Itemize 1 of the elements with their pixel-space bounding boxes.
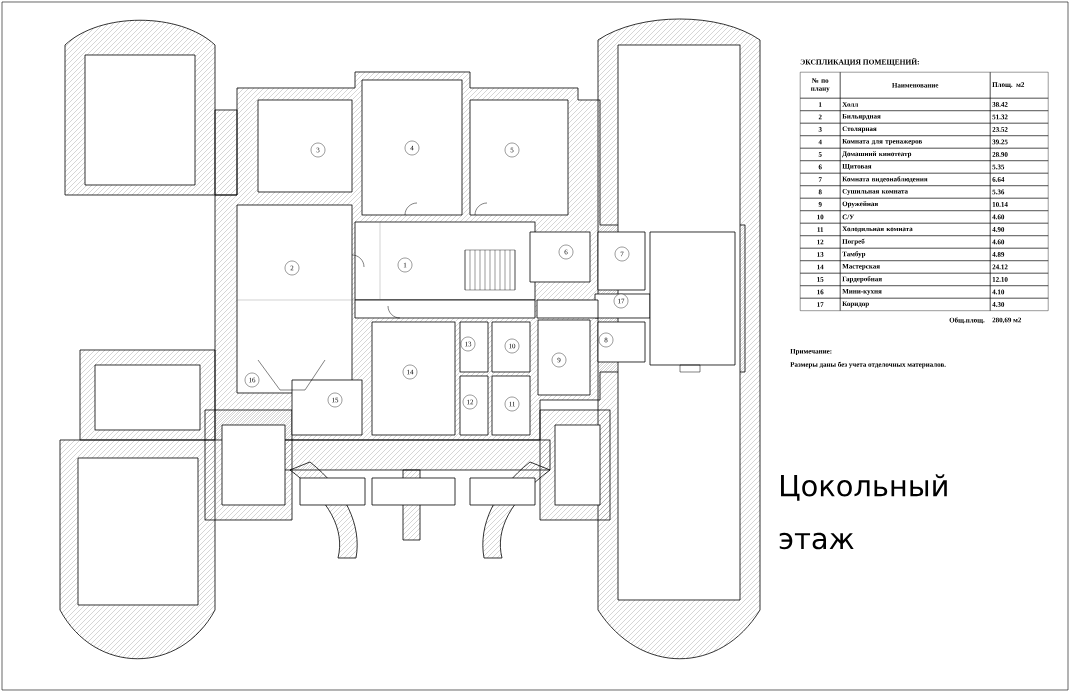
- title: Цокольный этаж: [779, 474, 947, 550]
